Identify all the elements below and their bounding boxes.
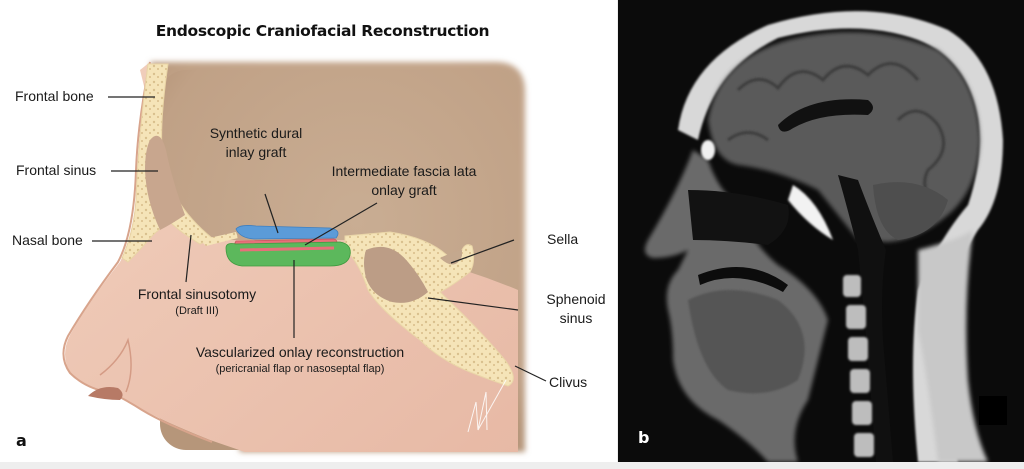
vertebrae [843,275,874,457]
neck-fat [918,230,988,462]
label-frontal-sinusotomy: Frontal sinusotomy (Draft III) [124,285,270,318]
oral-cavity [698,267,788,292]
label-frontal-bone: Frontal bone [15,88,94,104]
label-sphenoid-line2: sinus [559,310,593,326]
label-sinusotomy-sub: (Draft III) [175,305,219,317]
frontal-sinus [145,135,185,230]
label-fascia-line2: onlay graft [371,182,437,198]
artist-signature [467,379,507,433]
synthetic-dural-graft [235,225,339,240]
corpus-callosum [778,99,873,132]
label-sphenoid-sinus: Sphenoid sinus [536,290,616,328]
nostril [88,387,123,400]
vascularized-flap [225,241,351,267]
cerebellum [873,182,948,240]
label-synthetic-dural-graft: Synthetic dural inlay graft [198,124,314,162]
panel-a-illustration: Endoscopic Craniofacial Reconstruction F… [0,0,617,462]
leader-lines [92,96,547,382]
panel-b-mri: b [618,0,1024,462]
panel-letter-a: a [16,431,27,450]
label-clivus: Clivus [549,374,588,390]
panel-letter-b: b [638,428,650,447]
label-vascularized-main: Vascularized onlay reconstruction [195,344,405,360]
mri-image [618,0,1024,462]
sphenoid-sinus [364,246,428,303]
tongue [688,290,805,394]
anatomy-illustration [62,61,547,452]
frontal-sinus-bright [701,140,715,160]
label-fascia-lata-graft: Intermediate fascia lata onlay graft [322,162,486,200]
label-sphenoid-line1: Sphenoid [546,291,606,307]
label-sella: Sella [547,231,579,247]
label-vascularized-onlay: Vascularized onlay reconstruction (peric… [176,343,424,376]
label-synthetic-line1: Synthetic dural [209,125,303,141]
label-fascia-line1: Intermediate fascia lata [331,163,477,179]
label-nasal-bone: Nasal bone [12,232,83,248]
nasal-cavity [688,190,789,245]
masked-box [979,396,1007,425]
label-synthetic-line2: inlay graft [225,144,287,160]
label-sinusotomy-main: Frontal sinusotomy [137,286,257,302]
label-vascularized-sub: (pericranial flap or nasoseptal flap) [215,363,385,375]
clivus-bright [788,185,833,240]
label-frontal-sinus: Frontal sinus [16,162,97,178]
figure-title: Endoscopic Craniofacial Reconstruction [155,22,490,40]
